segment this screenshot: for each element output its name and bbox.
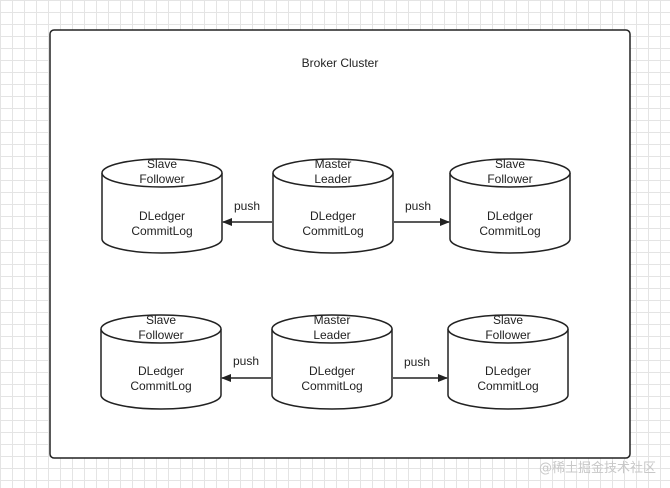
cluster-title: Broker Cluster: [302, 56, 379, 70]
node-row-1: Slave Follower DLedger CommitLog Master …: [101, 157, 571, 254]
node-type: Follower: [138, 328, 183, 342]
node-log: CommitLog: [131, 224, 192, 238]
node-type: Leader: [314, 172, 351, 186]
node-role: Slave: [493, 313, 523, 327]
slave-follower-node: Slave Follower DLedger CommitLog: [100, 313, 222, 410]
node-log: CommitLog: [302, 224, 363, 238]
node-type: Follower: [487, 172, 532, 186]
node-role: Slave: [495, 157, 525, 171]
push-label: push: [404, 355, 430, 369]
slave-follower-node: Slave Follower DLedger CommitLog: [449, 157, 571, 254]
push-label: push: [233, 354, 259, 368]
node-store: DLedger: [309, 364, 355, 378]
node-store: DLedger: [138, 364, 184, 378]
node-store: DLedger: [485, 364, 531, 378]
node-log: CommitLog: [479, 224, 540, 238]
node-role: Master: [315, 157, 352, 171]
node-type: Leader: [313, 328, 350, 342]
node-log: CommitLog: [301, 379, 362, 393]
node-role: Slave: [147, 157, 177, 171]
slave-follower-node: Slave Follower DLedger CommitLog: [101, 157, 223, 254]
node-log: CommitLog: [130, 379, 191, 393]
node-store: DLedger: [310, 209, 356, 223]
node-role: Master: [314, 313, 351, 327]
node-store: DLedger: [139, 209, 185, 223]
watermark: @稀土掘金技术社区: [538, 461, 656, 476]
master-leader-node: Master Leader DLedger CommitLog: [271, 313, 393, 410]
node-row-2: Slave Follower DLedger CommitLog Master …: [100, 313, 569, 410]
node-store: DLedger: [487, 209, 533, 223]
node-type: Follower: [139, 172, 184, 186]
node-role: Slave: [146, 313, 176, 327]
node-type: Follower: [485, 328, 530, 342]
push-label: push: [405, 199, 431, 213]
slave-follower-node: Slave Follower DLedger CommitLog: [447, 313, 569, 410]
push-label: push: [234, 199, 260, 213]
node-log: CommitLog: [477, 379, 538, 393]
master-leader-node: Master Leader DLedger CommitLog: [272, 157, 394, 254]
